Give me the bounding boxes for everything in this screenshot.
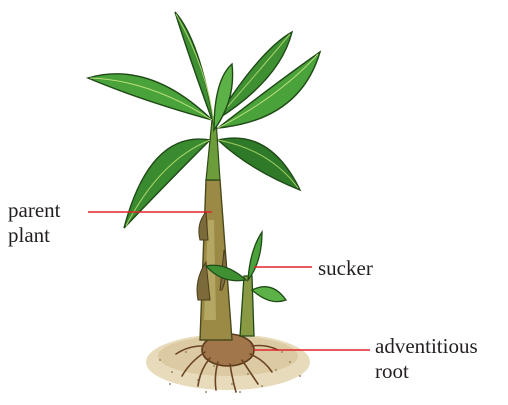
label-adventitious-root-line-2: root xyxy=(375,359,478,384)
label-adventitious-root: adventitious root xyxy=(375,334,478,384)
parent-plant-stem xyxy=(197,120,232,340)
label-parent-plant-line-1: parent xyxy=(8,198,60,223)
label-parent-plant: parent plant xyxy=(8,198,60,248)
label-sucker: sucker xyxy=(318,256,373,281)
parent-plant-leaves xyxy=(88,12,320,228)
label-adventitious-root-line-1: adventitious xyxy=(375,334,478,359)
label-parent-plant-line-2: plant xyxy=(8,223,60,248)
